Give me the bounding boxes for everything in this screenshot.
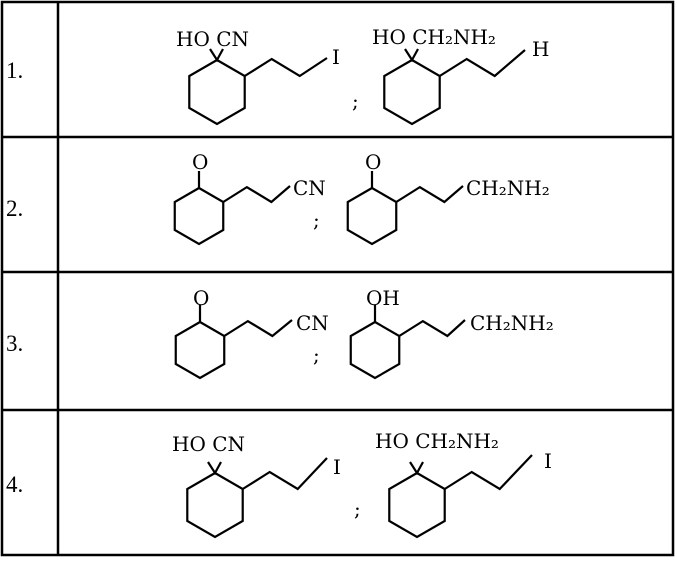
option-number: 4.	[6, 472, 23, 497]
cyclohexane-ring	[349, 321, 401, 380]
left-substituent-label: HO CN	[176, 27, 249, 51]
side-chain-bond	[439, 49, 526, 78]
side-chain-bond	[242, 457, 328, 491]
cyclohexane-ring	[174, 321, 226, 380]
left-substituent-label: O	[192, 150, 208, 174]
side-chain-bond	[223, 319, 293, 338]
substituent-bond	[404, 48, 419, 63]
cyclohexane-ring	[173, 187, 225, 246]
option-row-1[interactable]: 1. HO CN I ; HO CH₂NH₂ H	[6, 25, 549, 113]
right-chain-end-label: H	[532, 37, 549, 61]
separator: ;	[313, 343, 320, 367]
right-substituent-label: O	[365, 150, 381, 174]
substituent-bond	[209, 48, 224, 63]
option-number: 3.	[6, 331, 23, 356]
option-row-3[interactable]: 3. O CN ; OH CH₂NH₂	[6, 286, 554, 367]
side-chain-bond	[444, 454, 533, 491]
right-substituent-label: HO CH₂NH₂	[372, 25, 496, 49]
option-row-4[interactable]: 4. HO CN I ; HO CH₂NH₂ I	[6, 429, 552, 521]
right-chain-end-label: I	[544, 449, 552, 473]
left-chain-end-label: I	[332, 45, 340, 69]
side-chain-bond	[398, 319, 466, 338]
right-substituent-label: HO CH₂NH₂	[375, 429, 499, 453]
left-substituent-label: HO CN	[172, 432, 245, 456]
option-row-2[interactable]: 2. O CN ; O CH₂NH₂	[6, 150, 550, 232]
cyclohexane-ring	[188, 59, 246, 126]
cyclohexane-ring	[186, 472, 244, 539]
structure-bonds	[173, 48, 533, 539]
left-substituent-label: O	[193, 286, 209, 310]
substituent-bond	[207, 461, 222, 476]
side-chain-bond	[244, 57, 328, 78]
separator: ;	[354, 497, 361, 521]
right-chain-end-label: CH₂NH₂	[466, 176, 550, 200]
cyclohexane-ring	[346, 187, 398, 246]
separator: ;	[313, 208, 320, 232]
left-chain-end-label: CN	[293, 176, 326, 200]
option-number: 2.	[6, 196, 23, 221]
right-chain-end-label: CH₂NH₂	[470, 311, 554, 335]
left-chain-end-label: CN	[296, 311, 329, 335]
option-number: 1.	[6, 58, 23, 83]
side-chain-bond	[395, 185, 464, 204]
substituent-bond	[409, 461, 424, 476]
cyclohexane-ring	[383, 59, 441, 126]
cyclohexane-ring	[388, 472, 446, 539]
right-substituent-label: OH	[366, 286, 400, 310]
left-chain-end-label: I	[333, 455, 341, 479]
separator: ;	[352, 89, 359, 113]
side-chain-bond	[222, 185, 291, 204]
